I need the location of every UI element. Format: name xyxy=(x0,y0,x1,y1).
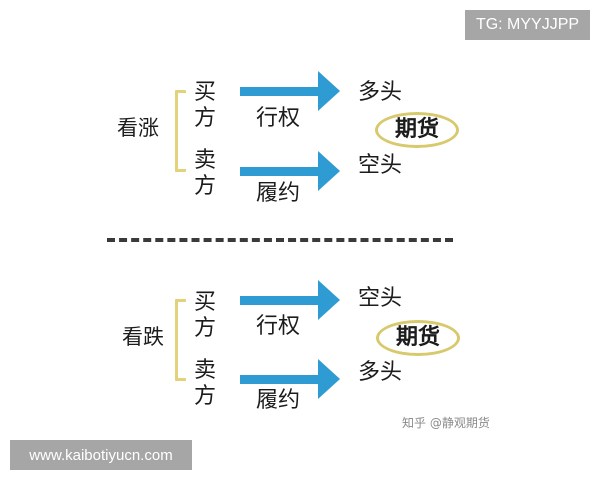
section-divider xyxy=(107,238,453,242)
watermark-bottom-text: www.kaibotiyucn.com xyxy=(29,446,173,464)
buyer-char-2: 方 xyxy=(193,316,216,341)
bullish-buyer-arrow-shaft xyxy=(240,87,320,96)
bearish-seller-arrow-icon xyxy=(318,359,340,399)
bearish-buyer-result: 空头 xyxy=(358,286,403,311)
bullish-buyer-arrow-icon xyxy=(318,71,340,111)
bullish-seller-arrow-icon xyxy=(318,151,340,191)
bullish-futures-label: 期货 xyxy=(394,117,439,142)
watermark-top-badge: TG: MYYJJPP xyxy=(465,10,590,40)
buyer-char-2: 方 xyxy=(193,106,216,131)
bullish-futures-ellipse: 期货 xyxy=(375,112,459,148)
seller-char-1: 卖 xyxy=(193,358,216,383)
bearish-buyer-arrow-shaft xyxy=(240,296,320,305)
bullish-bracket xyxy=(175,90,186,172)
seller-char-2: 方 xyxy=(193,384,216,409)
bullish-seller-arrow-shaft xyxy=(240,167,320,176)
bearish-buyer-label: 买 方 xyxy=(193,292,217,344)
bearish-bracket xyxy=(175,299,186,381)
watermark-top-text: TG: MYYJJPP xyxy=(475,16,580,33)
bullish-seller-action: 履约 xyxy=(256,181,301,206)
bearish-buyer-arrow-icon xyxy=(318,280,340,320)
buyer-char-1: 买 xyxy=(193,80,216,105)
watermark-bottom-badge: www.kaibotiyucn.com xyxy=(10,440,192,470)
bearish-futures-label: 期货 xyxy=(395,325,440,350)
bearish-seller-action: 履约 xyxy=(256,388,301,413)
source-credit: 知乎 @静观期货 xyxy=(402,416,490,430)
bearish-seller-label: 卖 方 xyxy=(193,360,217,412)
bearish-buyer-action: 行权 xyxy=(256,314,301,339)
bearish-futures-ellipse: 期货 xyxy=(376,320,460,356)
bullish-buyer-action: 行权 xyxy=(256,106,301,131)
seller-char-2: 方 xyxy=(193,174,216,199)
bullish-seller-label: 卖 方 xyxy=(193,150,217,202)
bullish-buyer-label: 买 方 xyxy=(193,82,217,134)
seller-char-1: 卖 xyxy=(193,148,216,173)
buyer-char-1: 买 xyxy=(193,290,216,315)
bullish-seller-result: 空头 xyxy=(358,153,403,178)
bearish-view-label: 看跌 xyxy=(122,325,164,349)
bullish-view-label: 看涨 xyxy=(117,116,159,140)
bearish-seller-arrow-shaft xyxy=(240,375,320,384)
bullish-buyer-result: 多头 xyxy=(358,80,403,105)
bearish-seller-result: 多头 xyxy=(358,360,403,385)
